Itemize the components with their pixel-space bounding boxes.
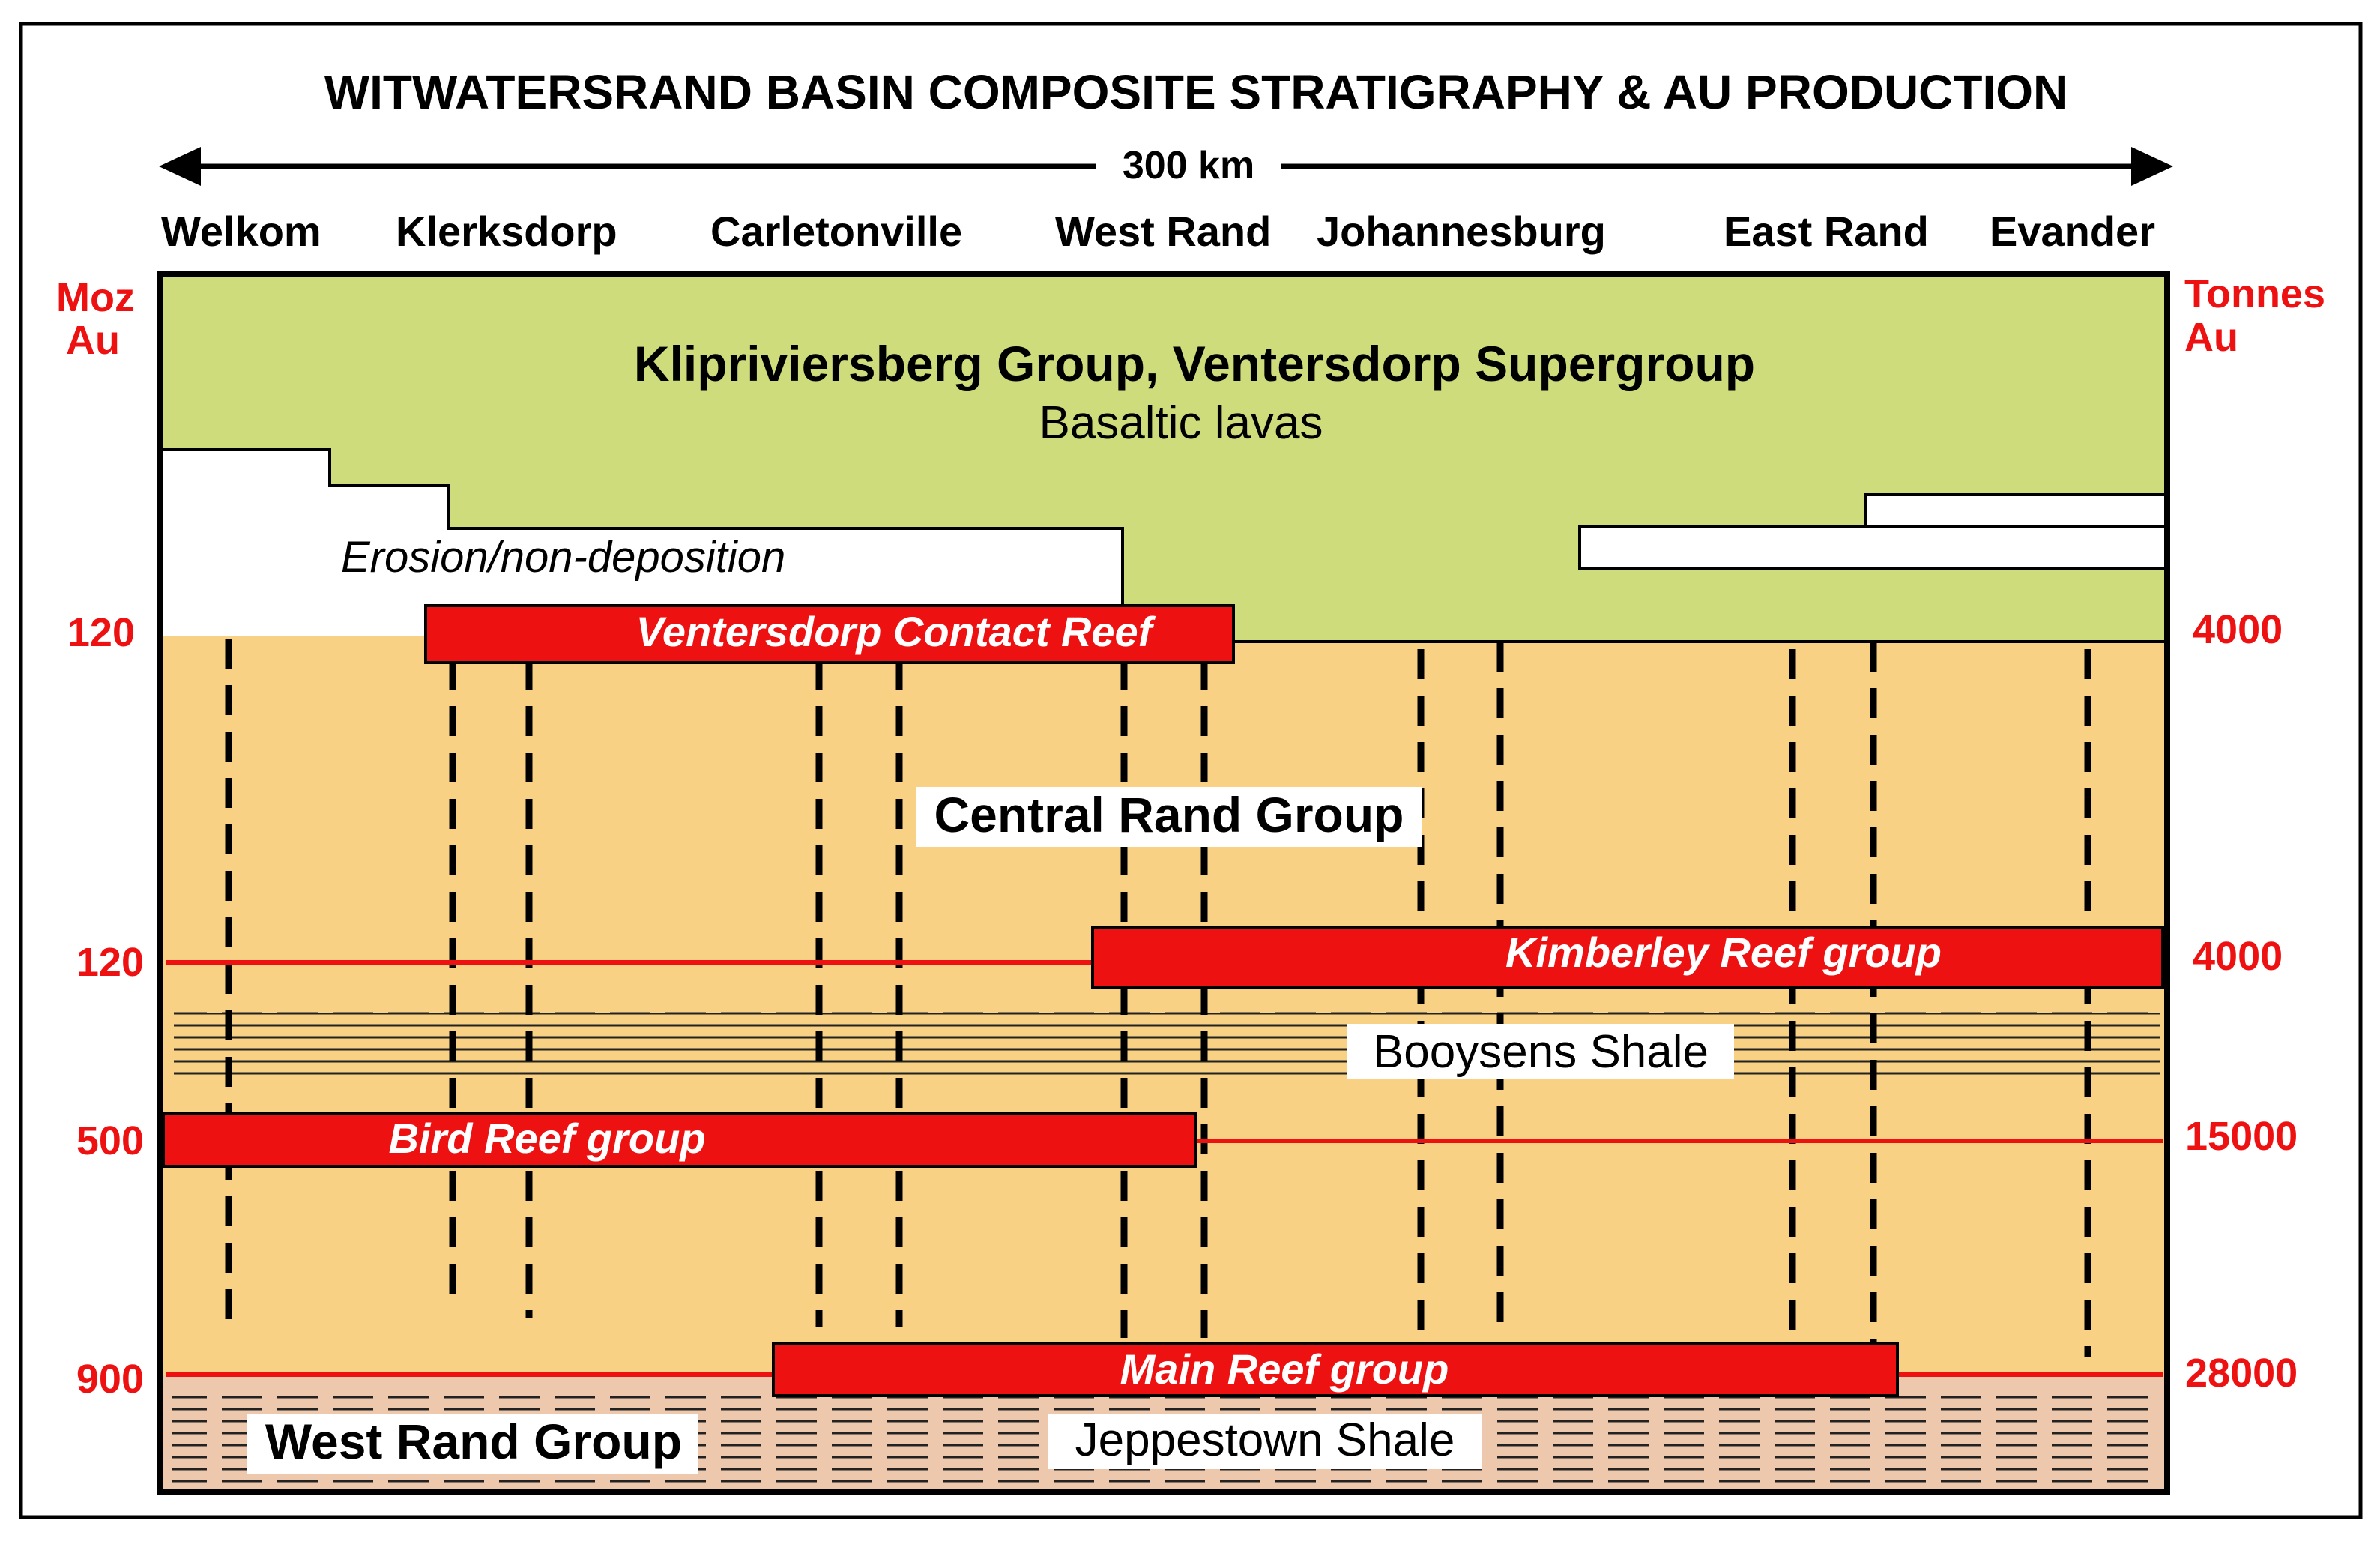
locality-klerksdorp: Klerksdorp xyxy=(396,208,617,255)
booysens-label: Booysens Shale xyxy=(1373,1026,1709,1078)
scale-label: 300 km xyxy=(1123,144,1254,187)
mine-section-lines xyxy=(225,639,2091,1357)
diagram-frame xyxy=(157,271,2170,1495)
central-rand-group-layer xyxy=(160,636,2167,1375)
erosion-zone xyxy=(160,450,1123,636)
locality-johannesburg: Johannesburg xyxy=(1317,208,1606,255)
ventersdorp-title: Klipriviersberg Group, Ventersdorp Super… xyxy=(634,336,1755,391)
diagram-title: WITWATERSRAND BASIN COMPOSITE STRATIGRAP… xyxy=(324,65,2068,119)
left-axis: Moz Au 120 120 500 900 xyxy=(56,275,144,1402)
jeppestown-label: Jeppestown Shale xyxy=(1075,1414,1455,1466)
west-rand-label: West Rand Group xyxy=(265,1414,682,1469)
eastern-erosion-gap xyxy=(1578,525,2169,570)
right-value-main: 28000 xyxy=(2185,1351,2298,1396)
left-value-kimberley: 120 xyxy=(76,940,144,985)
right-axis: Tonnes Au 4000 4000 15000 28000 xyxy=(2184,271,2325,1396)
reef-label-vcr: Ventersdorp Contact Reef xyxy=(636,608,1156,655)
reef-label-kimberley: Kimberley Reef group xyxy=(1505,929,1942,976)
left-axis-title-1: Moz xyxy=(56,275,135,320)
scale-bar: 300 km xyxy=(159,144,2173,187)
reef-label-bird: Bird Reef group xyxy=(388,1115,705,1162)
reef-label-main: Main Reef group xyxy=(1120,1345,1449,1393)
left-value-vcr: 120 xyxy=(67,610,135,655)
left-value-main: 900 xyxy=(76,1357,144,1402)
locality-east-rand: East Rand xyxy=(1724,208,1929,255)
right-value-bird: 15000 xyxy=(2185,1114,2298,1159)
reef-bird: Bird Reef group xyxy=(162,1112,1197,1168)
right-value-vcr: 4000 xyxy=(2193,607,2283,652)
locality-carletonville: Carletonville xyxy=(710,208,962,255)
ventersdorp-lava-layer xyxy=(159,273,2169,643)
reef-ventersdorp-contact: Ventersdorp Contact Reef xyxy=(424,604,1235,664)
ventersdorp-subtitle: Basaltic lavas xyxy=(1039,397,1323,449)
reef-kimberley: Kimberley Reef group xyxy=(1091,926,2164,989)
locality-welkom: Welkom xyxy=(161,208,321,255)
left-value-bird: 500 xyxy=(76,1118,144,1163)
reef-main: Main Reef group xyxy=(772,1342,1899,1397)
right-axis-title-2: Au xyxy=(2184,315,2238,360)
locality-west-rand: West Rand xyxy=(1055,208,1271,255)
central-rand-label: Central Rand Group xyxy=(934,787,1404,842)
left-axis-title-2: Au xyxy=(66,318,120,363)
right-value-kimberley: 4000 xyxy=(2193,934,2283,979)
right-axis-title-1: Tonnes xyxy=(2184,271,2325,316)
erosion-label: Erosion/non-deposition xyxy=(341,533,785,582)
locality-evander: Evander xyxy=(1990,208,2155,255)
locality-labels: Welkom Klerksdorp Carletonville West Ran… xyxy=(161,208,2155,255)
